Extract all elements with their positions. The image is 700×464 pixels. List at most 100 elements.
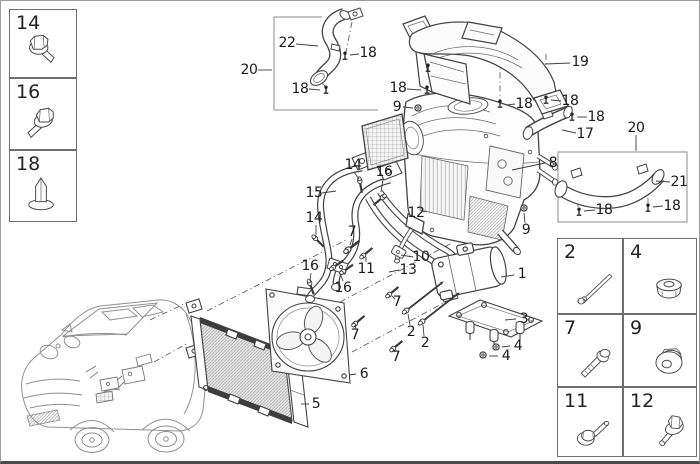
leader-line	[349, 53, 360, 56]
hvac-unit-part-8	[361, 92, 559, 256]
leader-line	[353, 171, 360, 180]
long-collar-bolt-icon	[577, 273, 613, 305]
legend-number: 4	[630, 241, 643, 263]
leader-line	[523, 212, 526, 224]
callout-7[interactable]: 7	[350, 327, 360, 343]
leader-line	[561, 129, 577, 134]
fan-shroud-part-6	[265, 286, 351, 384]
callout-2[interactable]: 2	[420, 335, 430, 351]
leader-line	[321, 190, 337, 194]
callout-7[interactable]: 7	[391, 349, 401, 365]
callout-7[interactable]: 7	[392, 294, 402, 310]
callout-21[interactable]: 21	[670, 174, 688, 190]
legend-number: 2	[564, 241, 577, 263]
callout-9[interactable]: 9	[392, 99, 402, 115]
callout-17[interactable]: 17	[576, 126, 594, 142]
legend-box-4[interactable]: 4	[623, 238, 697, 314]
leader-line	[550, 99, 562, 102]
leader-line	[422, 324, 425, 337]
callout-18[interactable]: 18	[561, 93, 579, 109]
group-bracket-20-left	[273, 16, 378, 111]
callout-18[interactable]: 18	[595, 202, 613, 218]
leader-line	[402, 106, 414, 109]
callout-18[interactable]: 18	[389, 80, 407, 96]
callout-3[interactable]: 3	[519, 311, 529, 327]
hex-flange-bolt-angled-icon	[27, 107, 54, 139]
callout-16[interactable]: 16	[375, 164, 393, 180]
callout-4[interactable]: 4	[513, 338, 523, 354]
callout-20[interactable]: 20	[240, 62, 258, 78]
leader-line	[388, 269, 400, 273]
heater-hose-part-22	[309, 7, 364, 86]
washer-bolt-icon	[576, 420, 610, 446]
callout-6[interactable]: 6	[359, 366, 369, 382]
callout-18[interactable]: 18	[291, 81, 309, 97]
leader-line	[504, 318, 517, 321]
air-hose-part-21	[554, 163, 665, 209]
leader-line	[544, 62, 571, 65]
callout-13[interactable]: 13	[399, 262, 417, 278]
legend-box-16[interactable]: 16	[9, 78, 77, 150]
callout-20[interactable]: 20	[627, 120, 645, 136]
legend-box-11[interactable]: 11	[557, 387, 623, 457]
leader-line	[583, 209, 596, 212]
callout-10[interactable]: 10	[412, 249, 430, 265]
callout-2[interactable]: 2	[406, 324, 416, 340]
leader-line	[380, 178, 384, 193]
legend-box-12[interactable]: 12	[623, 387, 697, 457]
legend-number: 11	[564, 390, 589, 412]
leader-line	[308, 88, 321, 91]
callout-15[interactable]: 15	[305, 185, 323, 201]
leader-line	[348, 373, 357, 376]
vent-duct-part-17	[522, 105, 573, 140]
leader-line	[501, 345, 511, 348]
legend-box-7[interactable]: 7	[557, 314, 623, 387]
callout-5[interactable]: 5	[311, 396, 321, 412]
legend-box-18[interactable]: 18	[9, 150, 77, 222]
callout-8[interactable]: 8	[548, 155, 558, 171]
callout-18[interactable]: 18	[587, 109, 605, 125]
hex-flange-bolt-icon	[29, 34, 55, 64]
legend-box-9[interactable]: 9	[623, 314, 697, 387]
callout-4[interactable]: 4	[501, 348, 511, 364]
legend-number: 18	[16, 153, 41, 175]
callout-18[interactable]: 18	[515, 96, 533, 112]
legend-number: 12	[630, 390, 655, 412]
hex-flange-bolt-icon	[659, 415, 684, 447]
callout-14[interactable]: 14	[344, 157, 362, 173]
callout-12[interactable]: 12	[407, 205, 425, 221]
legend-number: 16	[16, 81, 41, 103]
leader-line	[655, 180, 671, 183]
leader-line	[393, 349, 396, 353]
legend-box-2[interactable]: 2	[557, 238, 623, 314]
callout-18[interactable]: 18	[663, 198, 681, 214]
flange-nut-icon	[655, 348, 683, 374]
mount-bracket-part-3	[447, 299, 544, 344]
legend-number: 9	[630, 317, 643, 339]
callout-14[interactable]: 14	[305, 210, 323, 226]
callout-16[interactable]: 16	[334, 280, 352, 296]
callout-16[interactable]: 16	[301, 258, 319, 274]
callout-9[interactable]: 9	[521, 222, 531, 238]
leader-line	[400, 254, 414, 258]
leader-line	[407, 313, 411, 326]
leader-line	[505, 103, 516, 106]
callout-11[interactable]: 11	[357, 261, 375, 277]
expansion-rivet-icon	[28, 176, 54, 211]
legend-number: 14	[16, 12, 41, 34]
cap-nut-icon	[656, 278, 682, 299]
legend-box-14[interactable]: 14	[9, 9, 77, 78]
compressor-part-1	[431, 242, 507, 301]
callout-19[interactable]: 19	[571, 54, 589, 70]
callout-7[interactable]: 7	[347, 224, 357, 240]
leader-line	[295, 43, 319, 47]
leader-line	[422, 210, 428, 213]
callout-22[interactable]: 22	[278, 35, 296, 51]
air-duct-part-19	[402, 15, 569, 115]
callout-1[interactable]: 1	[517, 266, 527, 282]
callout-18[interactable]: 18	[359, 45, 377, 61]
